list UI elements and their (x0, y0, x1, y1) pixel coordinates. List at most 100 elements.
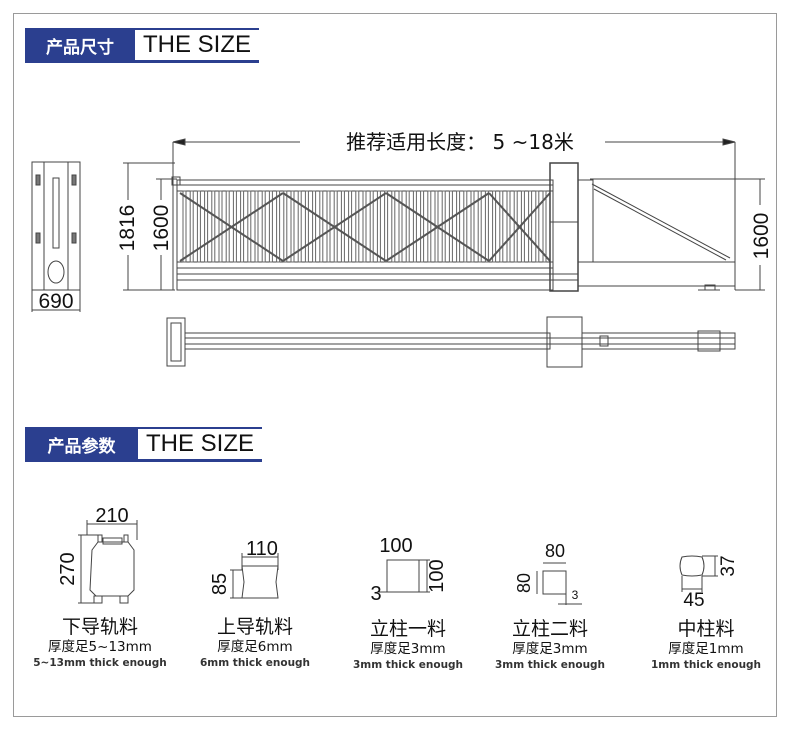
gate-picket (240, 190, 245, 263)
gate-picket (204, 190, 209, 263)
dim-label: 3 (370, 583, 381, 605)
gate-picket (268, 190, 273, 263)
profile-name: 上导轨料 (216, 616, 293, 638)
gate-picket (319, 190, 324, 263)
gate-picket (290, 190, 295, 263)
profile-name: 立柱一料 (369, 618, 446, 640)
gate-picket (340, 190, 345, 263)
gate-picket (369, 190, 374, 263)
dim-label: 80 (514, 573, 534, 593)
gate-picket (218, 190, 223, 263)
gate-picket (542, 190, 547, 263)
gate-picket (463, 190, 468, 263)
gate-elevation (171, 162, 736, 292)
gate-plan-view (166, 316, 736, 368)
section-title-cn: 产品尺寸 (25, 30, 135, 60)
section-header-size: 产品尺寸 THE SIZE (25, 28, 259, 63)
gate-picket (520, 190, 525, 263)
gate-picket (304, 190, 309, 263)
profile-thickness-cn: 厚度足3mm (370, 641, 446, 657)
gate-picket (384, 190, 389, 263)
gate-picket (484, 190, 489, 263)
dim-label: 100 (426, 559, 448, 592)
dimension-lines: 1816 1600 推荐适用长度： 5 ~18米 1600 (116, 130, 773, 291)
dim-label: 210 (95, 505, 128, 527)
profile-upper-rail: 110 85 (209, 538, 279, 599)
side-width-label: 690 (38, 290, 73, 313)
profile-thickness-en: 3mm thick enough (494, 659, 606, 671)
profile-thickness-cn: 厚度足6mm (217, 639, 293, 655)
profile-name: 立柱二料 (511, 618, 588, 640)
gate-picket (355, 190, 360, 263)
dim-label: 80 (545, 541, 565, 561)
profile-post-two: 80 80 3 (514, 541, 582, 605)
dim-label: 270 (57, 552, 79, 585)
gate-picket (261, 190, 266, 263)
section-header-params: 产品参数 THE SIZE (25, 427, 262, 462)
gate-cross-brace (385, 192, 490, 262)
gate-height-label: 1600 (150, 205, 173, 252)
gate-picket (456, 190, 461, 263)
dim-label: 45 (683, 590, 704, 611)
recommended-length-label: 推荐适用长度： 5 ~18米 (346, 130, 574, 154)
profile-label-lower-rail: 下导轨料 厚度足5~13mm 5~13mm thick enough (20, 616, 180, 670)
gate-picket (247, 190, 252, 263)
section-title-cn: 产品参数 (25, 429, 138, 459)
gate-picket (189, 190, 194, 263)
dim-label: 85 (209, 573, 231, 595)
gate-picket (470, 190, 475, 263)
dim-label: 3 (572, 588, 579, 602)
gate-picket (312, 190, 317, 263)
dim-label: 37 (718, 555, 739, 576)
image-frame (13, 13, 777, 717)
profile-thickness-cn: 厚度足1mm (668, 641, 744, 657)
profile-thickness-en: 6mm thick enough (199, 657, 311, 669)
gate-picket (398, 190, 403, 263)
gate-picket (477, 190, 482, 263)
section-title-en: THE SIZE (138, 429, 255, 459)
gate-picket (528, 190, 533, 263)
dim-label: 100 (379, 535, 412, 557)
gate-picket (283, 190, 288, 263)
profile-label-upper-rail: 上导轨料 厚度足6mm 6mm thick enough (175, 616, 335, 670)
gate-picket (276, 190, 281, 263)
profile-label-post-one: 立柱一料 厚度足3mm 3mm thick enough (328, 618, 488, 672)
gate-picket (182, 190, 187, 263)
gate-picket (196, 190, 201, 263)
profile-name: 中柱料 (677, 618, 735, 640)
gate-picket (348, 190, 353, 263)
gate-picket (211, 190, 216, 263)
gate-picket (499, 190, 504, 263)
gate-cross-brace (488, 192, 551, 262)
gate-cross-brace (282, 192, 387, 262)
profile-thickness-en: 3mm thick enough (352, 659, 464, 671)
gate-picket (225, 190, 230, 263)
profile-lower-rail: 210 270 (57, 505, 138, 604)
gate-picket (441, 190, 446, 263)
profile-post-one: 100 100 3 (370, 535, 448, 605)
gate-picket (427, 190, 432, 263)
gate-picket (362, 190, 367, 263)
overall-height-label: 1816 (116, 205, 139, 252)
tail-height-label: 1600 (750, 213, 773, 260)
gate-picket (492, 190, 497, 263)
gate-picket (412, 190, 417, 263)
gate-picket (420, 190, 425, 263)
gate-picket (535, 190, 540, 263)
gate-picket (405, 190, 410, 263)
gate-picket (297, 190, 302, 263)
gate-picket (326, 190, 331, 263)
profile-name: 下导轨料 (61, 616, 138, 638)
gate-picket (506, 190, 511, 263)
profile-thickness-cn: 厚度足3mm (512, 641, 588, 657)
gate-cross-brace (179, 192, 284, 262)
gate-picket (513, 190, 518, 263)
profile-thickness-en: 5~13mm thick enough (33, 657, 167, 669)
profile-label-post-two: 立柱二料 厚度足3mm 3mm thick enough (470, 618, 630, 672)
profile-thickness-en: 1mm thick enough (650, 659, 762, 671)
side-view: 690 (31, 161, 81, 313)
profile-label-center-post: 中柱料 厚度足1mm 1mm thick enough (626, 618, 786, 672)
gate-picket (254, 190, 259, 263)
profile-center-post: 37 45 (679, 555, 739, 611)
